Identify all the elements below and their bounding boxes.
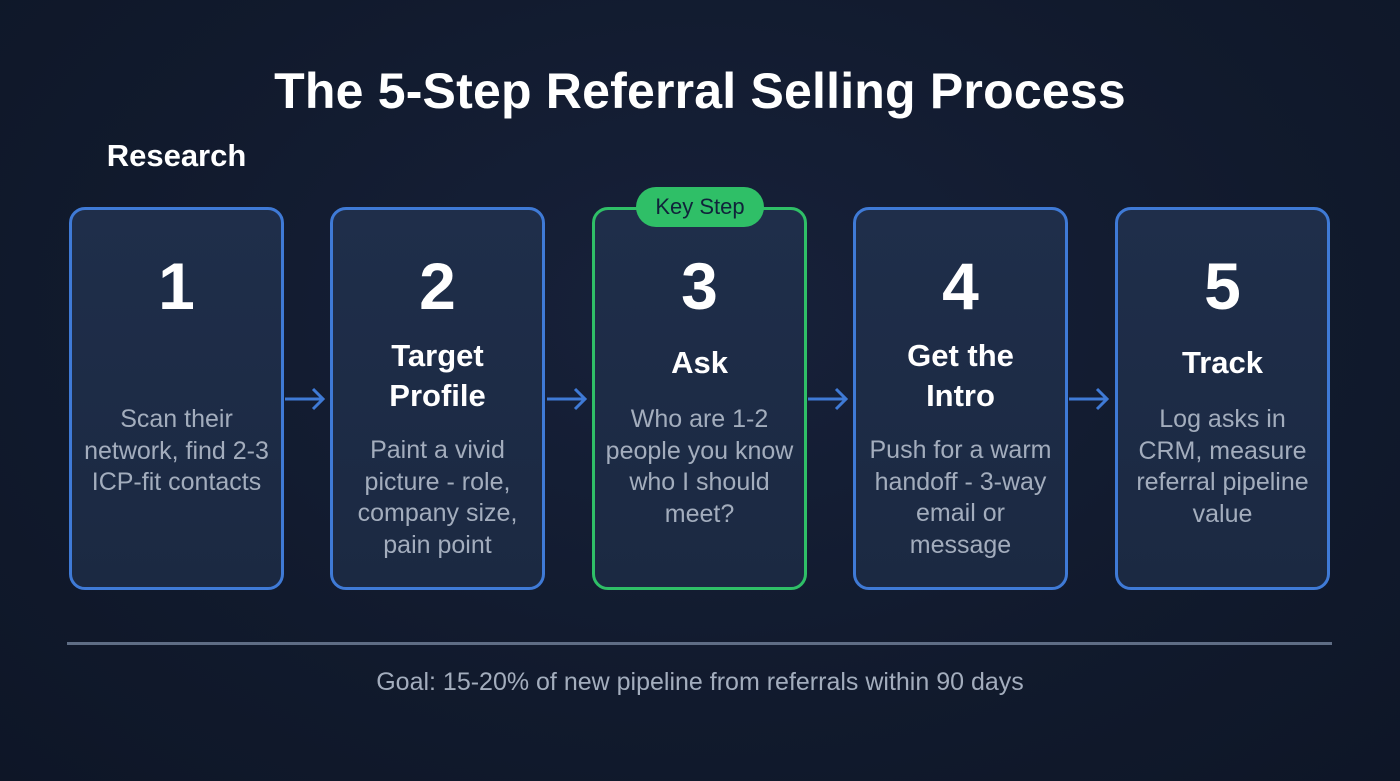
step-number: 5 — [1204, 249, 1241, 323]
arrow-right-icon — [547, 387, 588, 411]
arrow-right-icon — [808, 387, 849, 411]
step-title: Get the Intro — [907, 338, 1014, 413]
step-description: Scan their network, find 2-3 ICP-fit con… — [84, 405, 269, 496]
page-title: The 5-Step Referral Selling Process — [274, 63, 1126, 119]
arrow-right-icon — [1069, 387, 1110, 411]
step-card-track: 5 Track Log asks in CRM, measure referra… — [1115, 207, 1330, 590]
step-card-get-the-intro: 4 Get the Intro Push for a warm handoff … — [853, 207, 1068, 590]
step-number: 4 — [942, 249, 979, 323]
step-description: Paint a vivid picture - role, company si… — [357, 436, 518, 559]
step-title: Research — [106, 138, 247, 173]
step-card-target-profile: 2 Target Profile Paint a vivid picture -… — [330, 207, 545, 590]
step-description: Who are 1-2 people you know who I should… — [605, 405, 794, 528]
divider — [67, 642, 1332, 645]
step-number: 2 — [419, 249, 456, 323]
step-title: Track — [1181, 345, 1263, 380]
step-card-research: 1 Research Scan their network, find 2-3 … — [69, 138, 284, 590]
step-description: Log asks in CRM, measure referral pipeli… — [1136, 405, 1309, 528]
step-card-ask: 3 Ask Who are 1-2 people you know who I … — [592, 207, 807, 590]
step-description: Push for a warm handoff - 3-way email or… — [869, 436, 1052, 559]
key-step-badge: Key Step — [636, 187, 764, 227]
arrow-right-icon — [285, 387, 326, 411]
step-title: Target Profile — [389, 338, 486, 413]
step-title: Ask — [671, 345, 728, 380]
step-number: 3 — [681, 249, 718, 323]
step-number: 1 — [158, 249, 195, 323]
goal-text: Goal: 15-20% of new pipeline from referr… — [376, 668, 1024, 696]
